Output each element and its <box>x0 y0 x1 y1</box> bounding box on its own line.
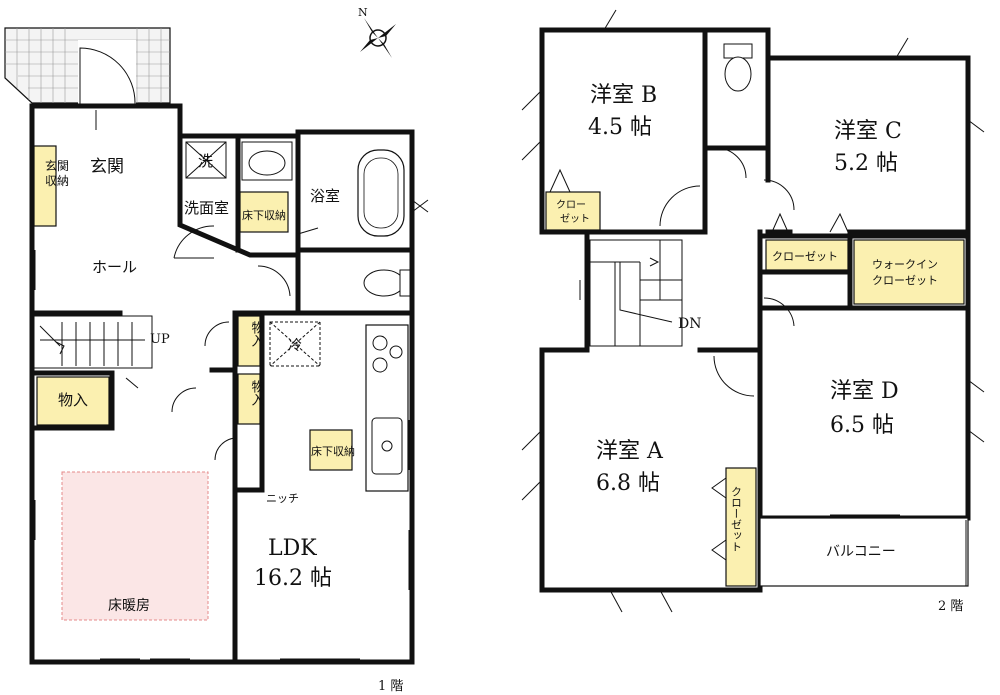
toilet-icon <box>363 269 411 297</box>
closet-a <box>725 467 757 587</box>
closet-a-label: クローゼット <box>730 486 743 552</box>
closet-c-label: クローゼット <box>772 250 838 263</box>
storage-mid-2-label: 物入 <box>249 380 265 406</box>
walk-in-closet <box>853 239 965 305</box>
floor-1-label: 1 階 <box>378 679 403 694</box>
windows-2f <box>521 9 985 613</box>
room-d-size: 6.5 帖 <box>830 413 894 438</box>
stairs-dn-label: DN <box>678 316 701 332</box>
storage-mid-1 <box>237 315 261 367</box>
room-d-name: 洋室 D <box>830 379 899 404</box>
room-hall: ホール <box>92 258 137 276</box>
compass-icon: N <box>358 6 396 58</box>
underfloor-storage-1 <box>239 191 289 233</box>
underfloor-label-2: 床下収納 <box>311 444 355 458</box>
stairs-up-label: UP <box>150 332 170 347</box>
closet-b-label: クローゼット <box>556 199 590 225</box>
room-a-size: 6.8 帖 <box>596 471 660 496</box>
room-genkan-storage: 玄関収納 <box>45 158 69 188</box>
closet-b <box>545 191 601 231</box>
doors-2f <box>549 147 849 561</box>
stairs-1f <box>33 315 153 369</box>
room-b-size: 4.5 帖 <box>588 115 652 140</box>
floor-heating-area <box>61 471 209 621</box>
room-yokushitsu: 浴室 <box>310 187 340 205</box>
floor-2-walls <box>539 27 971 593</box>
floor-2: 洋室 B 4.5 帖 クローゼット 洋室 C 5.2 帖 クローゼット ウォーク… <box>521 9 985 614</box>
sink-icon <box>241 141 293 181</box>
ldk-name: LDK <box>268 536 317 561</box>
windows-1f <box>34 199 429 660</box>
doors-1f <box>95 110 319 461</box>
entrance-terrace <box>4 27 171 108</box>
bathtub-icon <box>357 149 405 237</box>
compass-north-label: N <box>358 6 368 19</box>
genkan-storage <box>33 145 57 227</box>
room-b-name: 洋室 B <box>590 83 657 108</box>
storage-left <box>36 376 110 426</box>
kitchen-counter <box>365 324 409 492</box>
underfloor-storage-2 <box>309 429 353 471</box>
storage-left-label: 物入 <box>58 391 88 409</box>
stove-icon <box>372 335 403 373</box>
storage-mid-2 <box>237 373 261 425</box>
room-c-name: 洋室 C <box>834 119 902 144</box>
closet-c <box>765 239 849 271</box>
balcony-label: バルコニー <box>826 544 896 560</box>
ldk-size: 16.2 帖 <box>254 566 332 591</box>
niche-label: ニッチ <box>266 492 299 505</box>
toilet-2f-icon <box>723 43 753 92</box>
fridge-label: 冷 <box>288 338 302 354</box>
stairs-2f <box>589 239 683 347</box>
storage-mid-1-label: 物入 <box>249 321 265 347</box>
floor-1-walls <box>29 103 415 665</box>
room-senmenshitsu: 洗面室 <box>184 199 229 217</box>
walk-in-closet-label: ウォークインクローゼット <box>872 258 938 287</box>
room-c-size: 5.2 帖 <box>834 151 898 176</box>
balcony <box>759 517 969 587</box>
floor-2-label: 2 階 <box>938 599 963 614</box>
wash-label: 洗 <box>198 152 213 170</box>
room-genkan: 玄関 <box>90 157 124 177</box>
kitchen-sink-icon <box>371 417 403 475</box>
floor-heating-label: 床暖房 <box>108 598 150 614</box>
underfloor-label-1: 床下収納 <box>242 208 286 222</box>
room-a-name: 洋室 A <box>596 439 664 464</box>
floor-1: 玄関 玄関収納 洗 洗面室 床下収納 浴室 ホール UP 物入 物入 物入 冷 … <box>4 27 429 694</box>
